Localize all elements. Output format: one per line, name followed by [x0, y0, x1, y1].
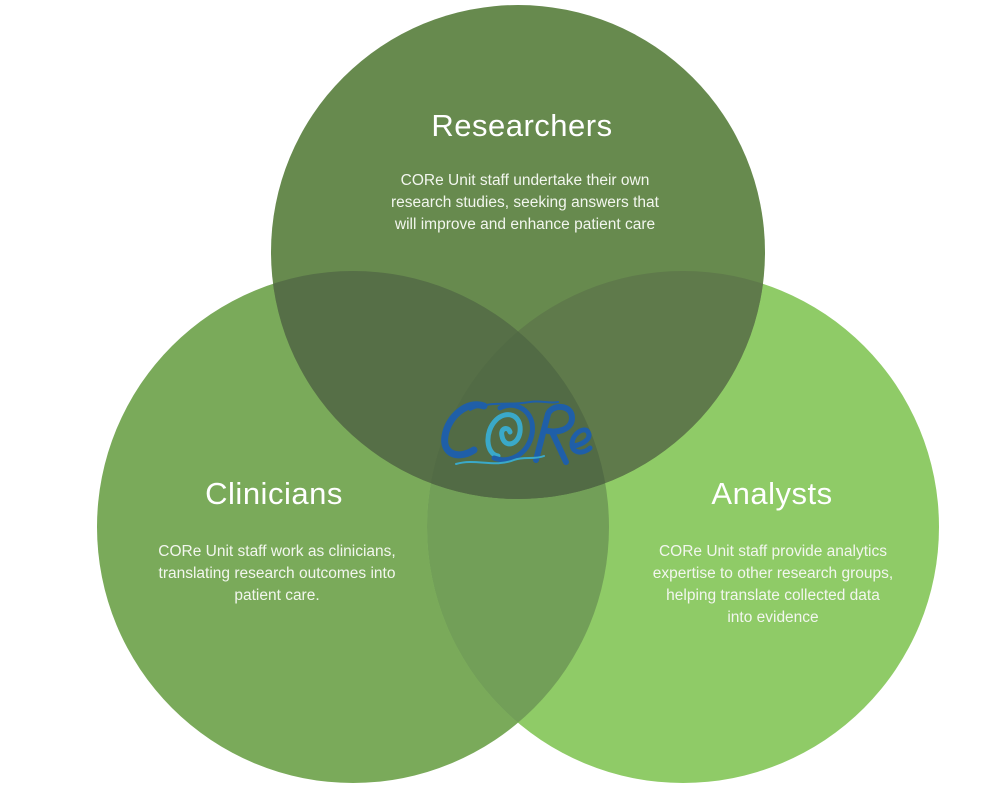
clinicians-title: Clinicians — [205, 476, 343, 511]
logo-wave-bottom — [455, 455, 545, 465]
logo-letter-o-swirl — [485, 412, 523, 459]
logo-letter-r — [533, 404, 575, 465]
overlap-all-three — [427, 271, 609, 499]
core-logo-icon — [441, 400, 593, 465]
logo-letter-o — [491, 402, 535, 463]
logo-letter-c — [441, 401, 488, 459]
analysts-title: Analysts — [711, 476, 833, 511]
researchers-title: Researchers — [431, 108, 613, 143]
logo-letter-e — [569, 427, 593, 455]
clinicians-description: CORe Unit staff work as clinicians,trans… — [158, 543, 396, 604]
logo-wave-top — [469, 400, 559, 411]
